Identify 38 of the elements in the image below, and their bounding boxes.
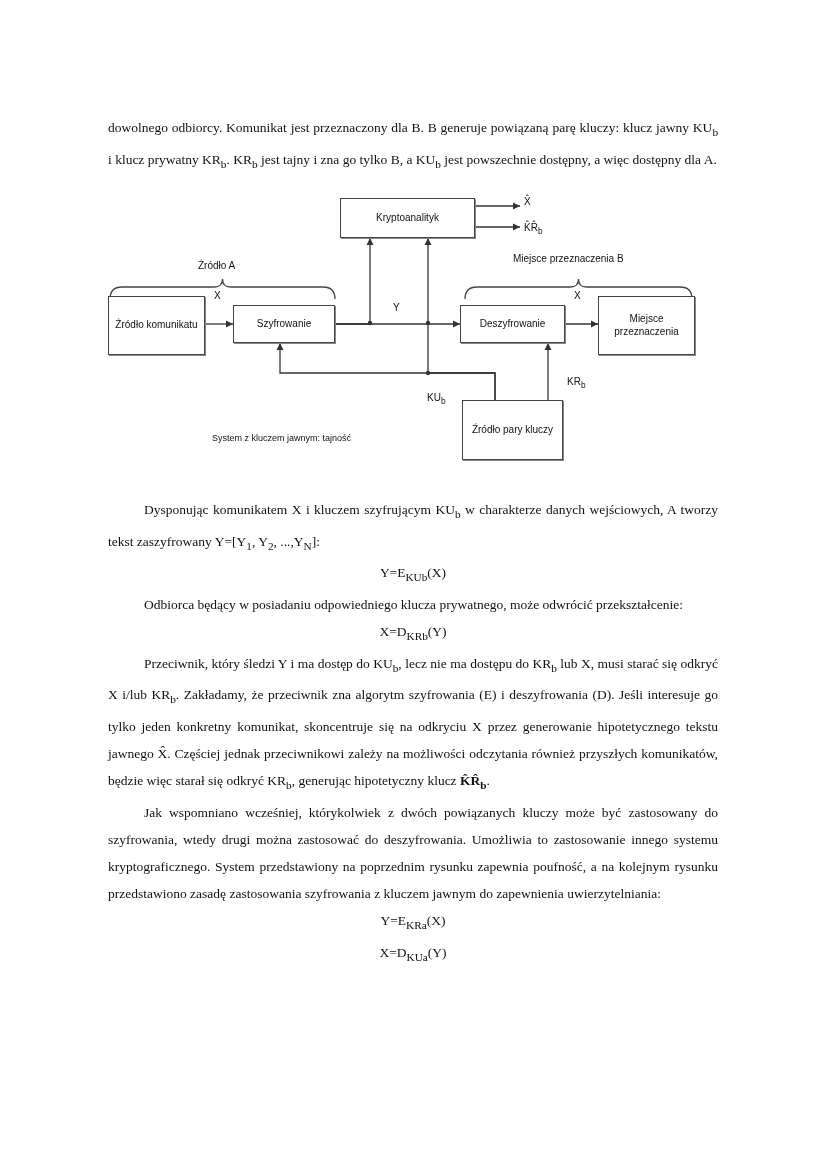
process-box — [462, 400, 563, 460]
process-box — [460, 305, 565, 343]
edge-label: X̂ — [523, 196, 532, 207]
edge-label: KU$_{b}$ — [426, 392, 447, 407]
formula: Y=E$_{KRa}$(X) — [379, 911, 447, 933]
group-label: Źródło A — [198, 260, 236, 271]
edge-label: X — [213, 290, 222, 301]
edge-label: KR$_{b}$ — [566, 376, 587, 391]
edge-label: K̂R̂$_{b}$ — [523, 222, 544, 237]
formula: X=D$_{KRb}$(Y) — [378, 623, 448, 644]
formula: X=D$_{KUa}$(Y) — [378, 943, 448, 965]
process-box — [233, 305, 335, 343]
process-box — [598, 296, 695, 355]
formula: Y=E$_{KUb}$(X) — [378, 564, 448, 586]
node-label: Źródło komunikatu — [115, 319, 198, 332]
arrow — [334, 237, 374, 325]
process-box — [340, 198, 475, 238]
process-box — [108, 296, 205, 355]
figure-caption: System z kluczem jawnym: tajność — [212, 433, 352, 443]
node-label: Deszyfrowanie — [479, 317, 546, 331]
group-label: Miejsce przeznaczenia B — [513, 253, 624, 264]
body-paragraph: dowolnego odbiorcy. Komunikat jest przeznaczony dla B. B generuje powiązaną parę kluczy: klucz jawny KU$_{b}$ i klucz prywatny KR$_{b}$. KR$_{b}$ jest tajny i zna go tylko B, a KU$_{b}$ jest powszechnie dostępny, a więc dostępny dla A. — [108, 119, 718, 172]
node-label: Źródło pary kluczy — [471, 423, 554, 437]
arrow — [424, 237, 496, 401]
body-paragraph: Przeciwnik, który śledzi Y i ma dostęp do KU$_{b}$, lecz nie ma dostępu do KR$_{b}$ lub X, musi starać się odkryć X i/lub KR$_{b}$. Zakładamy, że przeciwnik zna algorytm szyfrowania (E) i deszyfrowania (D). Jeśli interesuje go tylko jeden konkretny komunikat, skoncentruje się na odkryciu X przez generowanie hipotetycznego tekstu jawnego X̂. Częściej jednak przeciwnikowi zależy na możliwości odczytania również przyszłych komunikatów, będzie więc starał się odkryć KR$_{b}$, generując hipotetyczny klucz K̂R̂$_{b}$. — [108, 654, 718, 793]
arrow — [474, 202, 521, 210]
arrow — [544, 342, 552, 401]
node-label: Szyfrowanie — [256, 317, 312, 331]
body-paragraph: Dysponując komunikatem X i kluczem szyfrującym KU$_{b}$ w charakterze danych wejściowych, A tworzy tekst zaszyfrowany Y=[Y$_{1}$, Y$_{2}$, ...,Y$_{N}$]: — [108, 501, 718, 554]
node-label: Miejsce przeznaczenia — [613, 313, 680, 338]
edge-label: Y — [392, 302, 401, 313]
node-label: Kryptoanalityk — [376, 211, 439, 225]
arrow — [204, 320, 234, 328]
arrow — [474, 223, 521, 231]
body-paragraph: Odbiorca będący w posiadaniu odpowiedniego klucza prywatnego, może odwrócić przekształcenie: — [143, 596, 685, 615]
arrow — [564, 320, 599, 328]
body-paragraph: Jak wspomniano wcześniej, którykolwiek z dwóch powiązanych kluczy może być zastosowany do szyfrowania, wtedy drugi można zastosować do deszyfrowania. Umożliwia to zastosowanie innego systemu kryptograficznego. System przedstawiony na poprzednim rysunku zapewnia poufność, a na kolejnym rysunku przedstawiono zasadę zastosowania szyfrowania z kluczem jawnym do zapewnienia uwierzytelniania: — [108, 803, 718, 903]
edge-label: X — [573, 290, 582, 301]
